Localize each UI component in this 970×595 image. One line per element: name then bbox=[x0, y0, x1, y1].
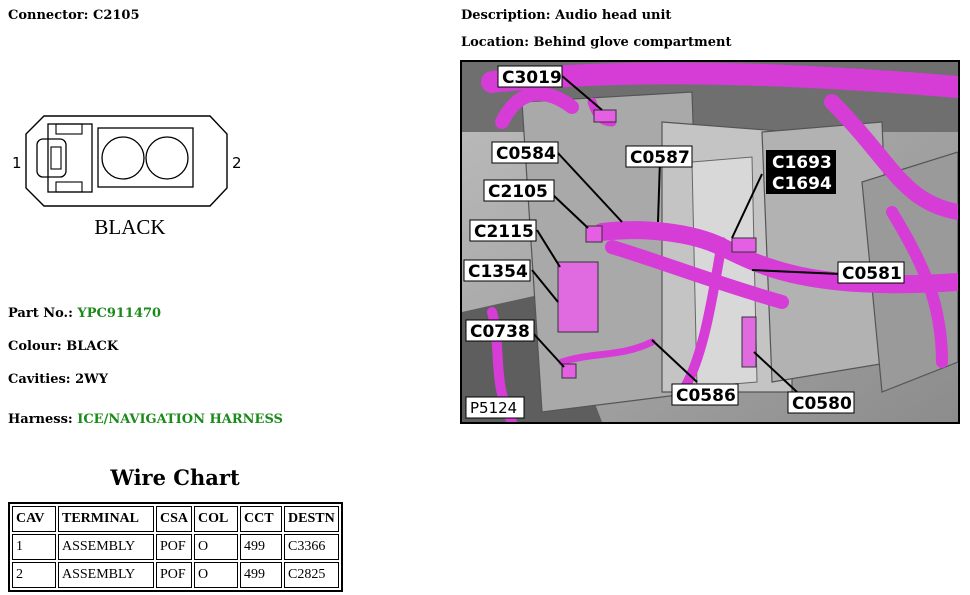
cavities-field: Cavities: 2WY bbox=[8, 372, 108, 387]
connector-location-illustration: C3019 C0584 C0587 C1693 C1694 C2105 C211… bbox=[460, 60, 960, 424]
callout-labels: C3019 C0584 C0587 C1693 C1694 C2105 C211… bbox=[463, 65, 905, 414]
callout-c1354[interactable]: C1354 bbox=[468, 262, 528, 282]
description-label: Description: bbox=[461, 8, 551, 23]
harness-field: Harness: ICE/NAVIGATION HARNESS bbox=[8, 412, 283, 427]
callout-c0587[interactable]: C0587 bbox=[630, 148, 690, 168]
callout-box-c2105 bbox=[483, 179, 555, 202]
connector-c0580-body bbox=[741, 316, 757, 368]
colour-label: Colour: bbox=[8, 339, 62, 354]
cell-col: O bbox=[194, 562, 239, 588]
col-header-cav: CAV bbox=[12, 506, 56, 532]
cavity-1 bbox=[101, 136, 145, 180]
part-no-label: Part No.: bbox=[8, 306, 73, 321]
connector-label: Connector: bbox=[8, 8, 89, 23]
callout-box-c0581 bbox=[837, 261, 905, 284]
reference-box bbox=[465, 396, 525, 419]
connector-c0738-body bbox=[561, 363, 577, 379]
connector-c1354-body bbox=[557, 261, 599, 333]
col-header-col: COL bbox=[194, 506, 239, 532]
callout-c2115[interactable]: C2115 bbox=[474, 222, 534, 242]
pin-1-label: 1 bbox=[12, 154, 22, 172]
callout-c2105[interactable]: C2105 bbox=[488, 182, 548, 202]
connector-c1693-body bbox=[731, 237, 757, 253]
cavity-block bbox=[97, 127, 194, 188]
callout-leaders bbox=[531, 75, 841, 393]
cell-cav: 1 bbox=[12, 534, 56, 560]
pin-2-label: 2 bbox=[232, 154, 242, 172]
cavities-label: Cavities: bbox=[8, 372, 71, 387]
callout-box-c2115 bbox=[469, 219, 537, 242]
col-header-csa: CSA bbox=[156, 506, 193, 532]
description-value: Audio head unit bbox=[555, 8, 672, 23]
cell-cav: 2 bbox=[12, 562, 56, 588]
callout-c0584[interactable]: C0584 bbox=[496, 144, 556, 164]
callout-c1693[interactable]: C1693 bbox=[772, 153, 832, 173]
wire-chart-table: CAV TERMINAL CSA COL CCT DESTN 1 ASSEMBL… bbox=[8, 502, 343, 592]
cell-cct: 499 bbox=[240, 534, 283, 560]
latch-slot bbox=[50, 146, 62, 170]
harness-value[interactable]: ICE/NAVIGATION HARNESS bbox=[77, 412, 283, 427]
latch-tab-bottom bbox=[55, 181, 83, 193]
callout-box-c3019 bbox=[497, 65, 563, 88]
cell-terminal: ASSEMBLY bbox=[58, 562, 154, 588]
latch-tab-top bbox=[55, 123, 83, 135]
callout-c0581[interactable]: C0581 bbox=[842, 264, 902, 284]
location-label: Location: bbox=[461, 35, 530, 50]
callout-c3019[interactable]: C3019 bbox=[502, 68, 562, 88]
col-header-cct: CCT bbox=[240, 506, 283, 532]
connector-c3019-body bbox=[593, 109, 617, 123]
cell-col: O bbox=[194, 534, 239, 560]
connector-field: Connector: C2105 bbox=[8, 8, 140, 23]
part-no-value[interactable]: YPC911470 bbox=[77, 306, 162, 321]
cavity-2 bbox=[145, 136, 189, 180]
table-row: 2 ASSEMBLY POF O 499 C2825 bbox=[12, 562, 339, 588]
callout-box-c0580 bbox=[787, 391, 855, 414]
cell-csa: POF bbox=[156, 534, 193, 560]
callout-box-c0584 bbox=[491, 141, 559, 164]
callout-c1694[interactable]: C1694 bbox=[772, 174, 832, 194]
description-field: Description: Audio head unit bbox=[461, 8, 671, 23]
cell-cct: 499 bbox=[240, 562, 283, 588]
connector-face-diagram: 1 2 BLACK bbox=[12, 115, 242, 239]
colour-value: BLACK bbox=[66, 339, 119, 354]
callout-c0738[interactable]: C0738 bbox=[470, 322, 530, 342]
illustration-reference: P5124 bbox=[470, 399, 517, 417]
connector-c2105-body[interactable] bbox=[585, 225, 603, 243]
wire-chart-title: Wire Chart bbox=[110, 465, 240, 490]
callout-box-c0738 bbox=[465, 319, 535, 342]
cell-destn[interactable]: C2825 bbox=[284, 562, 339, 588]
location-value: Behind glove compartment bbox=[533, 35, 732, 50]
cell-terminal: ASSEMBLY bbox=[58, 534, 154, 560]
harness-label: Harness: bbox=[8, 412, 73, 427]
callout-c0586[interactable]: C0586 bbox=[676, 386, 736, 406]
table-row: 1 ASSEMBLY POF O 499 C3366 bbox=[12, 534, 339, 560]
housing-color-label: BLACK bbox=[94, 215, 165, 239]
callout-box-c1693 bbox=[766, 150, 836, 194]
connector-outline bbox=[25, 115, 228, 207]
callout-box-c1354 bbox=[463, 259, 531, 282]
colour-field: Colour: BLACK bbox=[8, 339, 118, 354]
location-illustration-svg: C3019 C0584 C0587 C1693 C1694 C2105 C211… bbox=[462, 62, 958, 422]
col-header-destn: DESTN bbox=[284, 506, 339, 532]
col-header-terminal: TERMINAL bbox=[58, 506, 154, 532]
cell-destn[interactable]: C3366 bbox=[284, 534, 339, 560]
latch-clip bbox=[36, 138, 67, 178]
location-field: Location: Behind glove compartment bbox=[461, 35, 732, 50]
table-header-row: CAV TERMINAL CSA COL CCT DESTN bbox=[12, 506, 339, 532]
cell-csa: POF bbox=[156, 562, 193, 588]
callout-c0580[interactable]: C0580 bbox=[792, 394, 852, 414]
callout-box-c0587 bbox=[625, 145, 693, 168]
connector-value: C2105 bbox=[92, 8, 140, 23]
part-no-field: Part No.: YPC911470 bbox=[8, 306, 161, 321]
callout-box-c0586 bbox=[671, 383, 739, 406]
cavities-value: 2WY bbox=[75, 372, 109, 387]
